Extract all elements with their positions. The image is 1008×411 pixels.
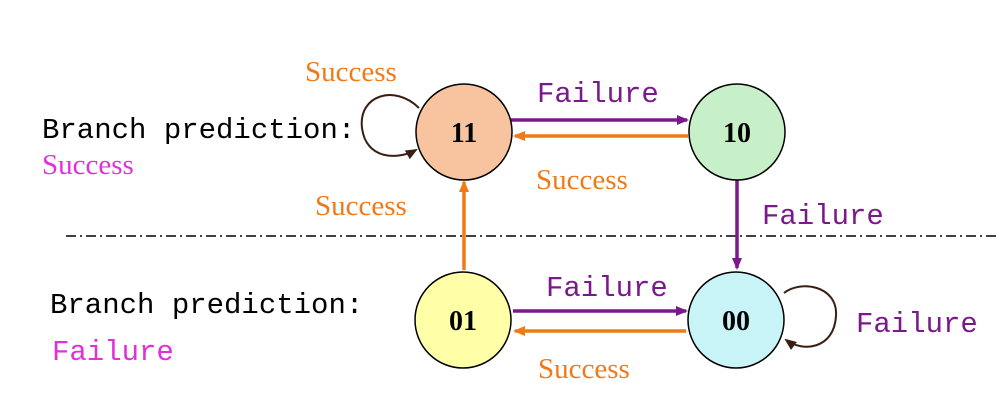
- state-11: 11: [415, 83, 513, 181]
- label-00-to-01: Success: [538, 353, 630, 385]
- label-01-to-00: Failure: [546, 272, 668, 305]
- state-00-circle: [687, 271, 785, 369]
- label-self-00: Failure: [856, 308, 978, 341]
- state-11-label: 11: [451, 118, 477, 149]
- state-10-circle: [688, 83, 786, 181]
- bottom-region-outcome: Failure: [52, 336, 174, 369]
- state-00-label: 00: [722, 306, 750, 337]
- state-01-label: 01: [449, 306, 477, 337]
- top-region-outcome: Success: [42, 149, 134, 181]
- self-loop-11: [360, 94, 420, 160]
- state-10-label: 10: [723, 118, 751, 149]
- label-01-to-11: Success: [315, 190, 407, 222]
- state-01-circle: [414, 271, 512, 369]
- label-self-11: Success: [305, 56, 397, 88]
- state-00: 00: [687, 271, 785, 369]
- state-10: 10: [688, 83, 786, 181]
- state-01: 01: [414, 271, 512, 369]
- top-region-heading: Branch prediction:: [42, 114, 355, 147]
- label-11-to-10: Failure: [537, 78, 659, 111]
- label-10-to-00: Failure: [762, 200, 884, 233]
- bottom-region-heading: Branch prediction:: [50, 289, 363, 322]
- state-11-circle: [415, 83, 513, 181]
- label-10-to-11: Success: [536, 164, 628, 196]
- self-loop-00: [783, 285, 838, 350]
